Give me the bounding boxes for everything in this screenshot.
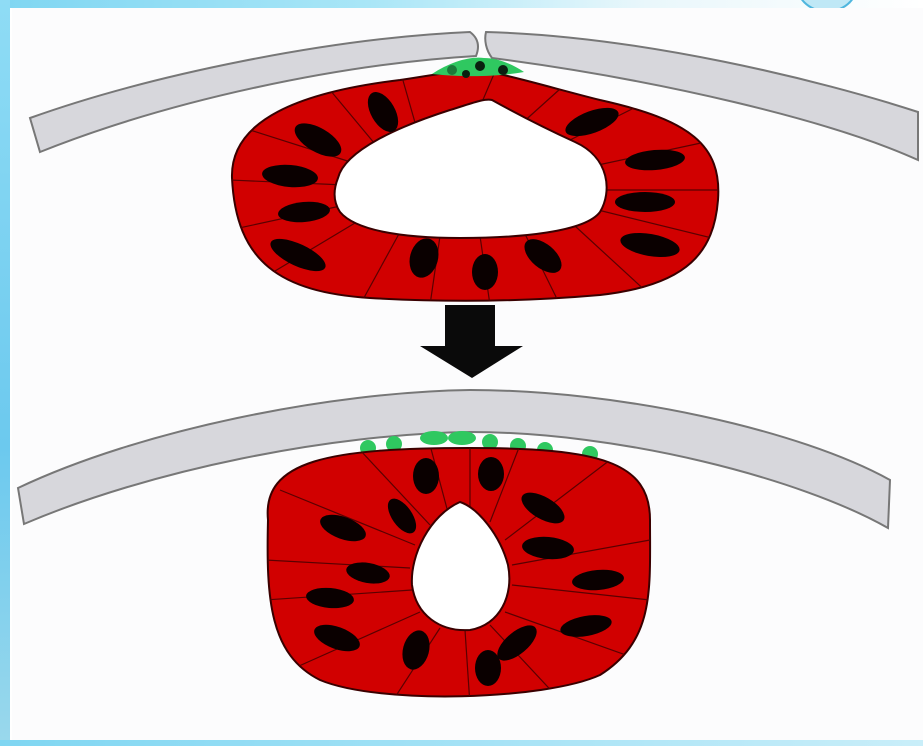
- top-neural-tube: [230, 58, 720, 305]
- down-arrow-icon: [420, 305, 523, 378]
- bottom-neural-tube: [265, 445, 650, 705]
